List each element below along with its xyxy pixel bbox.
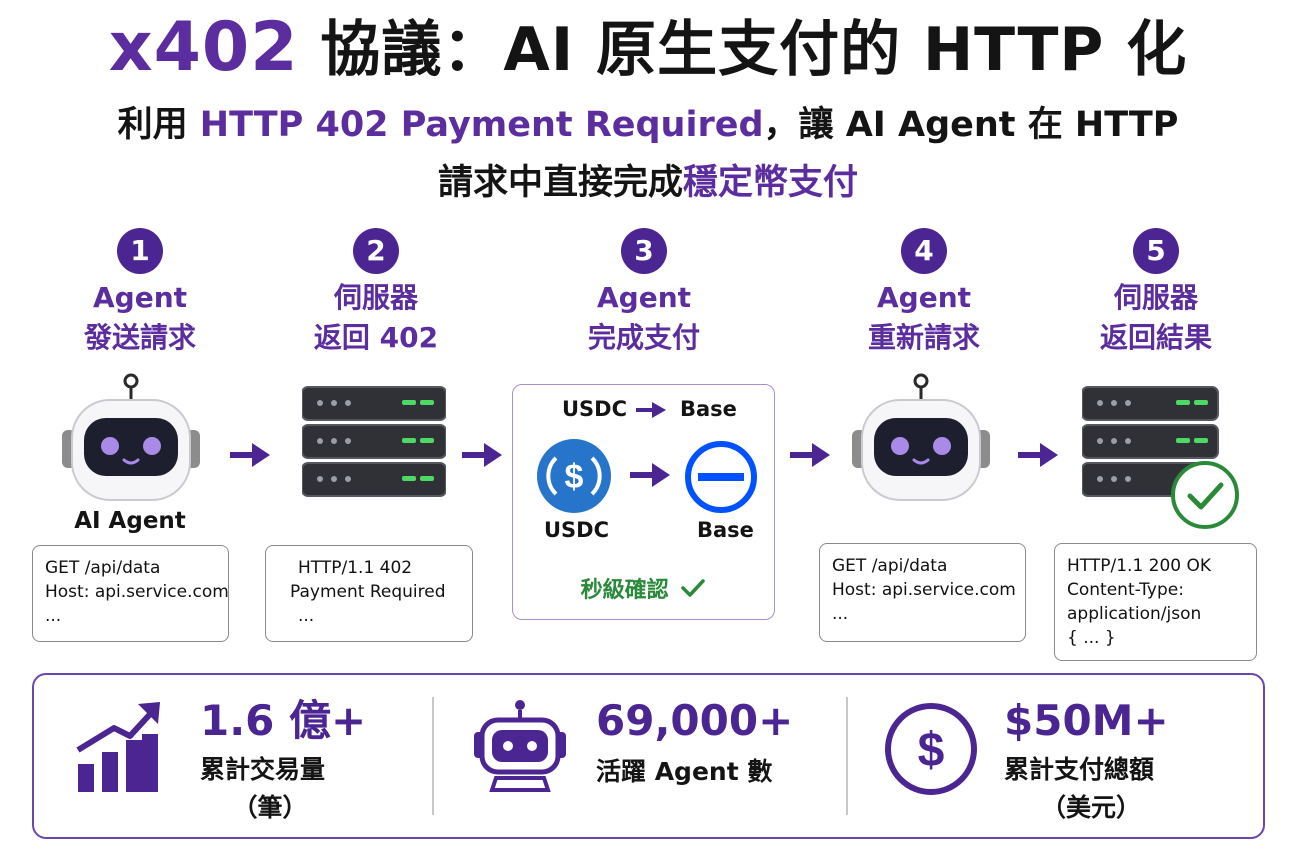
step-5: 5 伺服器 返回結果 <box>1046 228 1266 358</box>
step-1: 1 Agent 發送請求 <box>30 228 250 358</box>
confirm-label: 秒級確認 <box>580 578 669 603</box>
step-3: 3 Agent 完成支付 <box>534 228 754 358</box>
subtitle2-pre: 請求中直接完成 <box>437 163 683 203</box>
step-label-line2: 發送請求 <box>83 321 196 354</box>
code-line: HTTP/1.1 402 <box>298 558 413 578</box>
agent-caption: AI Agent <box>74 508 186 534</box>
robot-icon <box>60 372 202 508</box>
subtitle-post: ，讓 AI Agent 在 HTTP <box>763 105 1179 145</box>
stats-panel <box>32 673 1265 839</box>
step-label-line1: 伺服器 <box>1113 281 1198 314</box>
subtitle2-highlight: 穩定幣支付 <box>683 163 859 203</box>
route-to: Base <box>680 397 737 421</box>
stat-value-volume: $50M+ <box>1004 696 1169 745</box>
step-number: 3 <box>621 228 667 274</box>
step-4: 4 Agent 重新請求 <box>814 228 1034 358</box>
step-number: 1 <box>117 228 163 274</box>
arrow-right-icon <box>634 400 668 424</box>
step-label-line2: 返回結果 <box>1099 321 1212 354</box>
stat-unit-volume: （美元） <box>1040 793 1141 822</box>
confirm-row: 秒級確認 <box>512 572 775 604</box>
growth-chart-icon <box>74 698 166 798</box>
page-title: x402 協議：AI 原生支付的 HTTP 化 <box>0 8 1296 90</box>
success-check-icon <box>1170 460 1240 534</box>
code-line: ... <box>298 606 315 626</box>
step-label-line2: 完成支付 <box>587 321 700 354</box>
robot-outline-icon <box>474 698 566 798</box>
subtitle-line-1: 利用 HTTP 402 Payment Required，讓 AI Agent … <box>0 100 1296 150</box>
step-label-line1: Agent <box>876 281 972 314</box>
step-label-line1: Agent <box>92 281 188 314</box>
dollar-coin-icon: $ <box>884 702 978 800</box>
arrow-right-icon <box>460 440 504 474</box>
response-200-code-box: HTTP/1.1 200 OK Content-Type: applicatio… <box>1054 543 1257 661</box>
base-chain-icon <box>684 440 758 518</box>
code-line: HTTP/1.1 200 OK <box>1067 556 1212 576</box>
code-line: GET /api/data <box>832 556 948 576</box>
step-number: 5 <box>1133 228 1179 274</box>
stat-label-agents: 活躍 Agent 數 <box>596 757 773 786</box>
arrow-right-icon <box>788 440 832 474</box>
stat-value-transactions: 1.6 億+ <box>200 696 367 745</box>
robot-icon <box>850 372 992 508</box>
stats-divider <box>846 697 848 815</box>
code-line: Host: api.service.com <box>832 580 1016 600</box>
step-label-line2: 重新請求 <box>867 321 980 354</box>
arrow-right-icon <box>228 440 272 474</box>
code-line: Payment Required <box>290 582 446 602</box>
subtitle-line-2: 請求中直接完成穩定幣支付 <box>0 158 1296 208</box>
stat-label-volume: 累計支付總額 <box>1004 755 1155 784</box>
step-label-line1: Agent <box>596 281 692 314</box>
stat-label-transactions: 累計交易量 <box>200 755 326 784</box>
title-rest: 協議：AI 原生支付的 HTTP 化 <box>320 15 1188 85</box>
stat-unit-transactions: （筆） <box>232 793 308 822</box>
step-2: 2 伺服器 返回 402 <box>266 228 486 358</box>
title-accent: x402 <box>108 8 299 87</box>
code-line: Content-Type: <box>1067 580 1184 600</box>
stat-value-agents: 69,000+ <box>596 696 794 745</box>
step-number: 2 <box>353 228 399 274</box>
code-line: GET /api/data <box>45 558 161 578</box>
subtitle-highlight: HTTP 402 Payment Required <box>199 105 764 145</box>
retry-request-code-box: GET /api/data Host: api.service.com ... <box>819 543 1026 642</box>
subtitle-pre: 利用 <box>117 105 188 145</box>
response-402-code-box: HTTP/1.1 402 Payment Required ... <box>265 545 473 642</box>
check-icon <box>680 578 706 604</box>
step-number: 4 <box>901 228 947 274</box>
svg-text:$: $ <box>565 458 584 496</box>
request-code-box: GET /api/data Host: api.service.com ... <box>32 545 229 642</box>
server-icon <box>301 385 447 503</box>
arrow-right-icon <box>1016 440 1060 474</box>
svg-text:$: $ <box>918 724 945 777</box>
code-line: application/json <box>1067 604 1202 624</box>
step-label-line2: 返回 402 <box>313 321 439 354</box>
route-from: USDC <box>562 397 628 421</box>
code-line: Host: api.service.com <box>45 582 229 602</box>
usdc-coin-icon: $ <box>536 438 612 518</box>
code-line: { ... } <box>1067 628 1116 648</box>
token-label: USDC <box>544 518 610 542</box>
code-line: ... <box>45 606 62 626</box>
code-line: ... <box>832 604 849 624</box>
arrow-right-icon <box>628 460 672 494</box>
step-label-line1: 伺服器 <box>333 281 418 314</box>
chain-label: Base <box>697 518 754 542</box>
stats-divider <box>432 697 434 815</box>
